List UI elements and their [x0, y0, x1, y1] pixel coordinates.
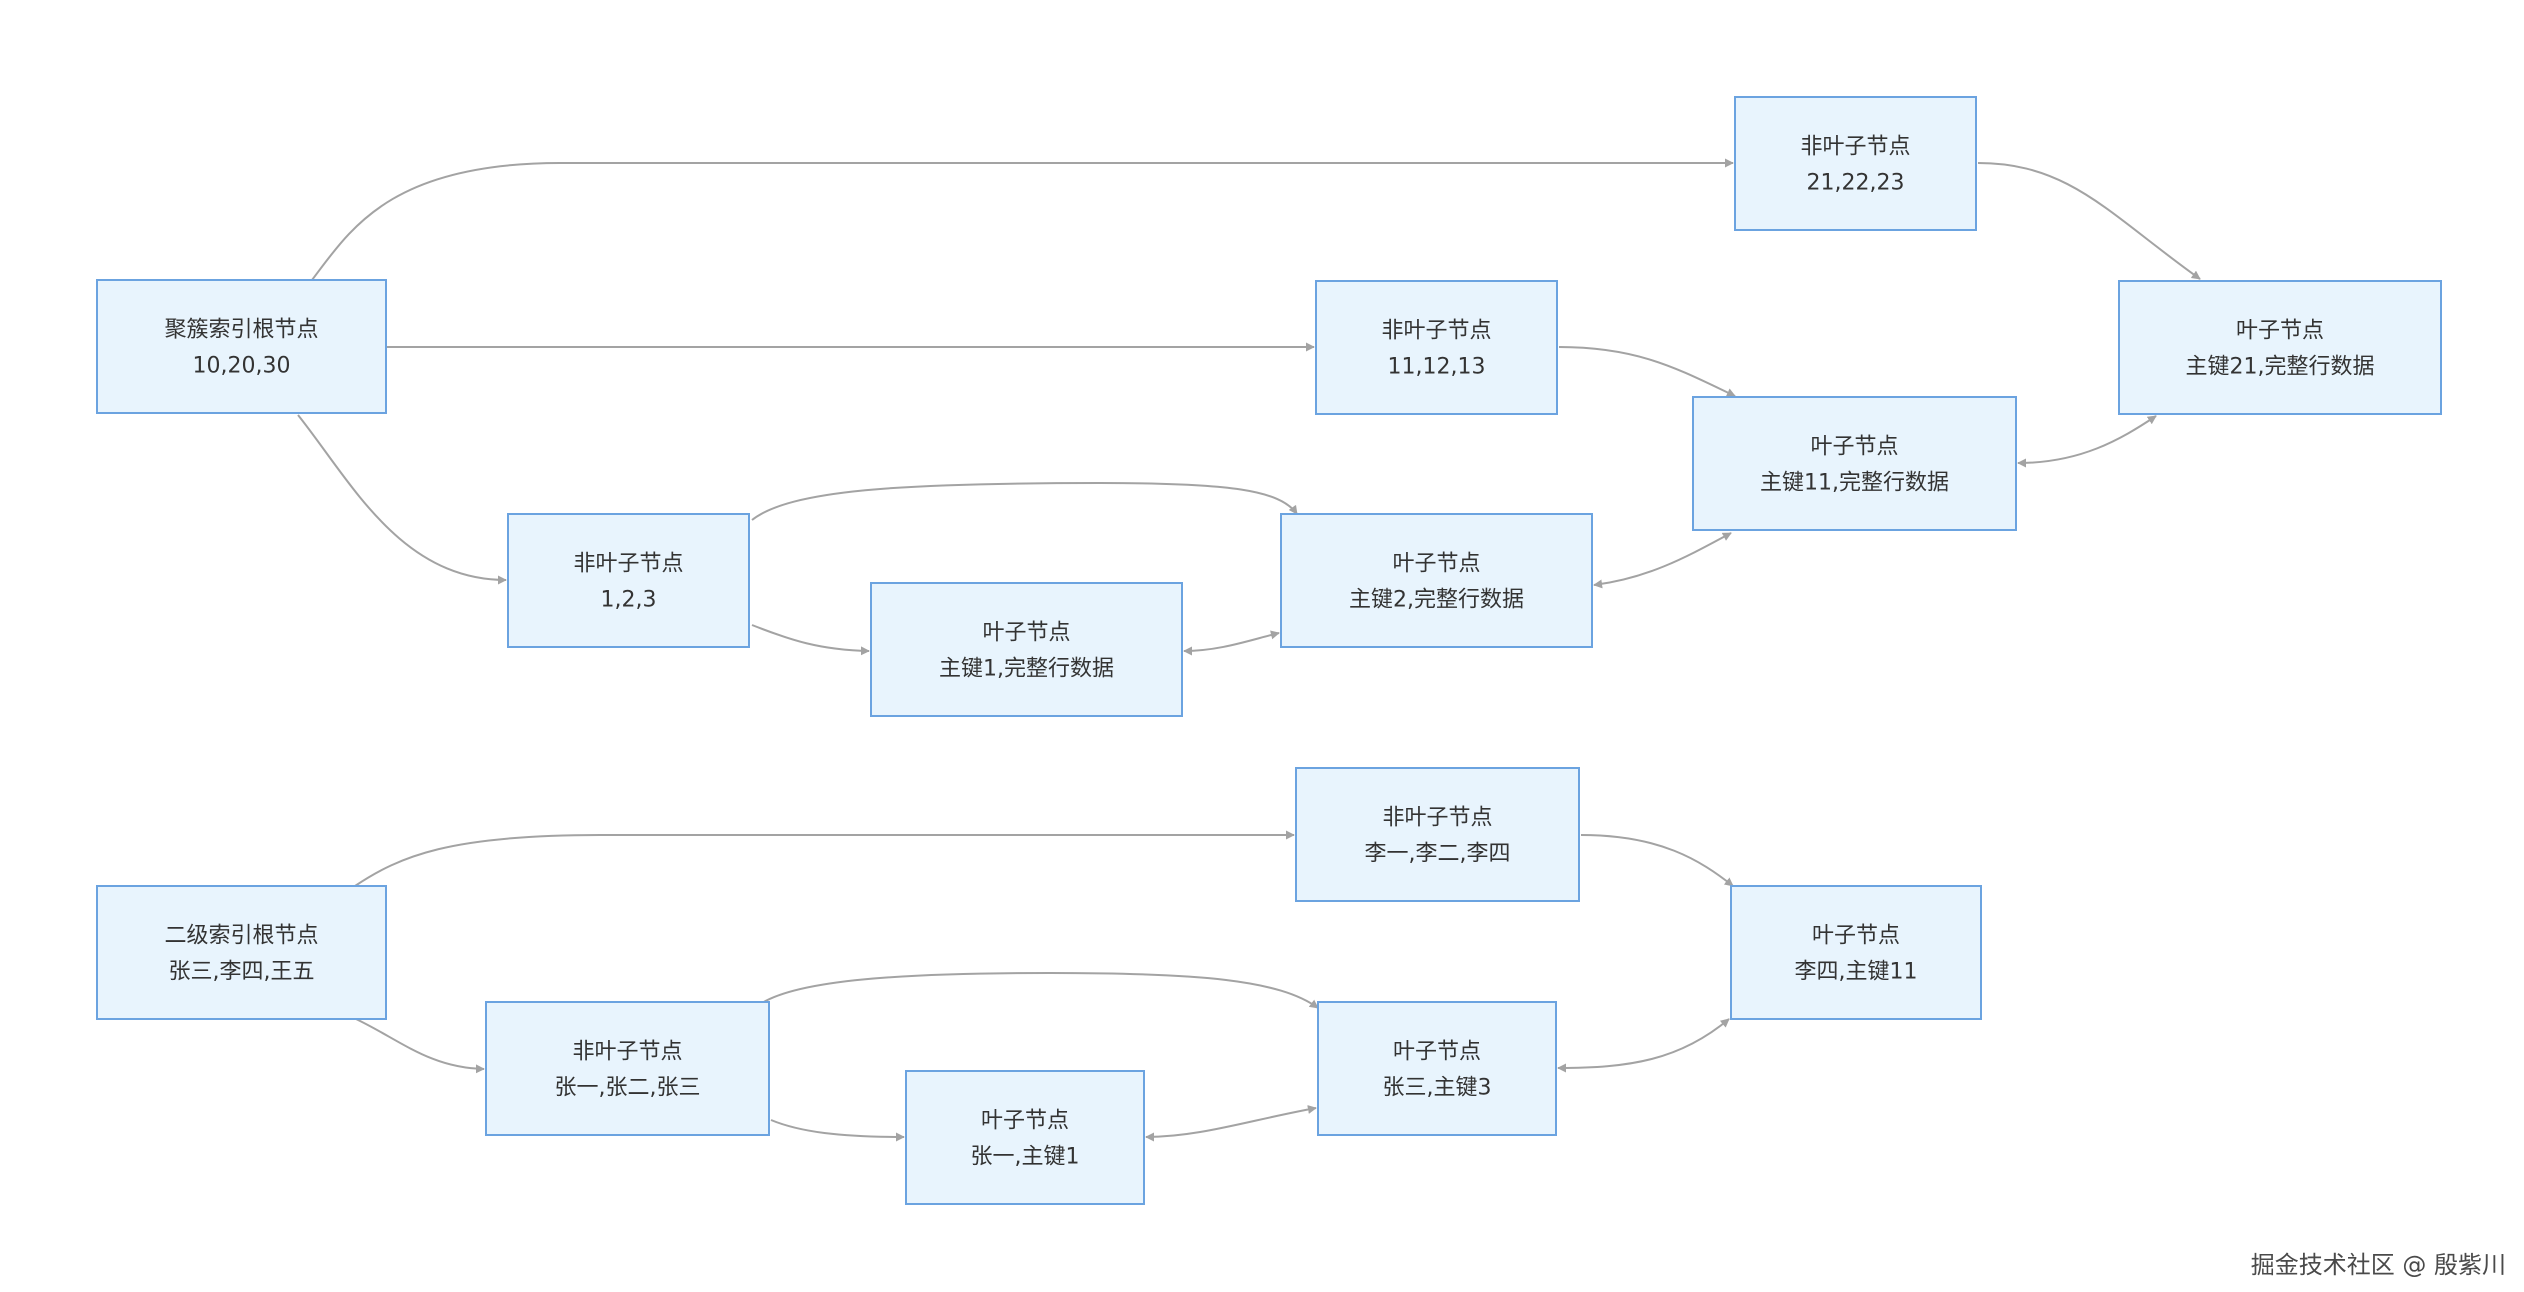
edge-nl_zhang-to-leaf_zs	[761, 971, 1319, 1009]
non-leaf-node-1-2-3: 非叶子节点 1,2,3	[507, 513, 750, 648]
edge-nl_11-to-leaf_11	[1558, 346, 1736, 397]
node-box	[96, 279, 387, 414]
node-box	[1730, 885, 1982, 1020]
node-title: 叶子节点	[1393, 1040, 1481, 1065]
node-box	[1280, 513, 1593, 648]
edge-nl_1-to-leaf_1	[751, 624, 870, 656]
node-keys: 张一,张二,张三	[555, 1076, 701, 1101]
node-title: 非叶子节点	[1382, 806, 1492, 831]
edge-root2-to-nl_li	[354, 830, 1295, 887]
node-keys: 李四,主键11	[1795, 960, 1918, 985]
node-keys: 张一,主键1	[971, 1145, 1080, 1170]
edge-nl_21-to-leaf_21	[1977, 162, 2201, 280]
node-title: 聚簇索引根节点	[164, 318, 318, 343]
node-box	[1734, 96, 1977, 231]
edge-leaf_zs-to-leaf_li4	[1557, 1018, 1730, 1073]
node-title: 非叶子节点	[1381, 319, 1491, 344]
node-keys: 主键21,完整行数据	[2186, 355, 2375, 380]
node-keys: 11,12,13	[1388, 355, 1486, 380]
nodes-layer: 聚簇索引根节点10,20,30非叶子节点21,22,23叶子节点主键21,完整行…	[96, 96, 2442, 1205]
watermark: 掘金技术社区 @ 殷紫川	[2250, 1251, 2506, 1279]
edge-root1-to-nl_1	[297, 414, 507, 585]
node-title: 叶子节点	[1812, 924, 1900, 949]
node-title: 二级索引根节点	[164, 924, 318, 949]
edge-root2-to-nl_zhang	[355, 1018, 485, 1074]
edge-leaf_11-to-leaf_21	[2017, 415, 2157, 468]
node-box	[870, 582, 1183, 717]
node-box	[905, 1070, 1145, 1205]
node-box	[1315, 280, 1558, 415]
node-box	[1692, 396, 2017, 531]
non-leaf-node-11-12-13: 非叶子节点 11,12,13	[1315, 280, 1558, 415]
node-title: 叶子节点	[1392, 552, 1480, 577]
node-keys: 主键11,完整行数据	[1760, 471, 1949, 496]
edge-nl_li-to-leaf_li4	[1580, 834, 1734, 887]
node-keys: 1,2,3	[601, 588, 657, 613]
node-title: 叶子节点	[982, 621, 1070, 646]
node-keys: 21,22,23	[1807, 171, 1905, 196]
edge-leaf_zy-to-leaf_zs	[1145, 1105, 1317, 1142]
node-title: 非叶子节点	[572, 1040, 682, 1065]
node-box	[1317, 1001, 1557, 1136]
node-title: 叶子节点	[981, 1109, 1069, 1134]
node-keys: 10,20,30	[193, 354, 291, 379]
edge-nl_1-to-leaf_2	[751, 481, 1298, 521]
non-leaf-node-21-22-23: 非叶子节点 21,22,23	[1734, 96, 1977, 231]
edge-leaf_1-to-leaf_2	[1183, 630, 1280, 656]
node-keys: 张三,主键3	[1383, 1076, 1492, 1101]
edges-layer	[297, 158, 2201, 1142]
node-keys: 主键1,完整行数据	[939, 657, 1114, 682]
node-keys: 主键2,完整行数据	[1349, 588, 1524, 613]
node-box	[507, 513, 750, 648]
node-title: 非叶子节点	[1800, 135, 1910, 160]
node-keys: 张三,李四,王五	[169, 960, 315, 985]
edge-leaf_2-to-leaf_11	[1593, 532, 1732, 589]
edge-root1-to-nl_21	[311, 158, 1734, 281]
node-title: 非叶子节点	[573, 552, 683, 577]
node-keys: 李一,李二,李四	[1365, 842, 1511, 867]
clustered-index-root-node: 聚簇索引根节点 10,20,30	[96, 279, 387, 414]
node-box	[96, 885, 387, 1020]
node-title: 叶子节点	[2236, 319, 2324, 344]
node-box	[1295, 767, 1580, 902]
node-box	[2118, 280, 2442, 415]
node-box	[485, 1001, 770, 1136]
node-title: 叶子节点	[1810, 435, 1898, 460]
edge-nl_zhang-to-leaf_zy	[770, 1119, 905, 1142]
